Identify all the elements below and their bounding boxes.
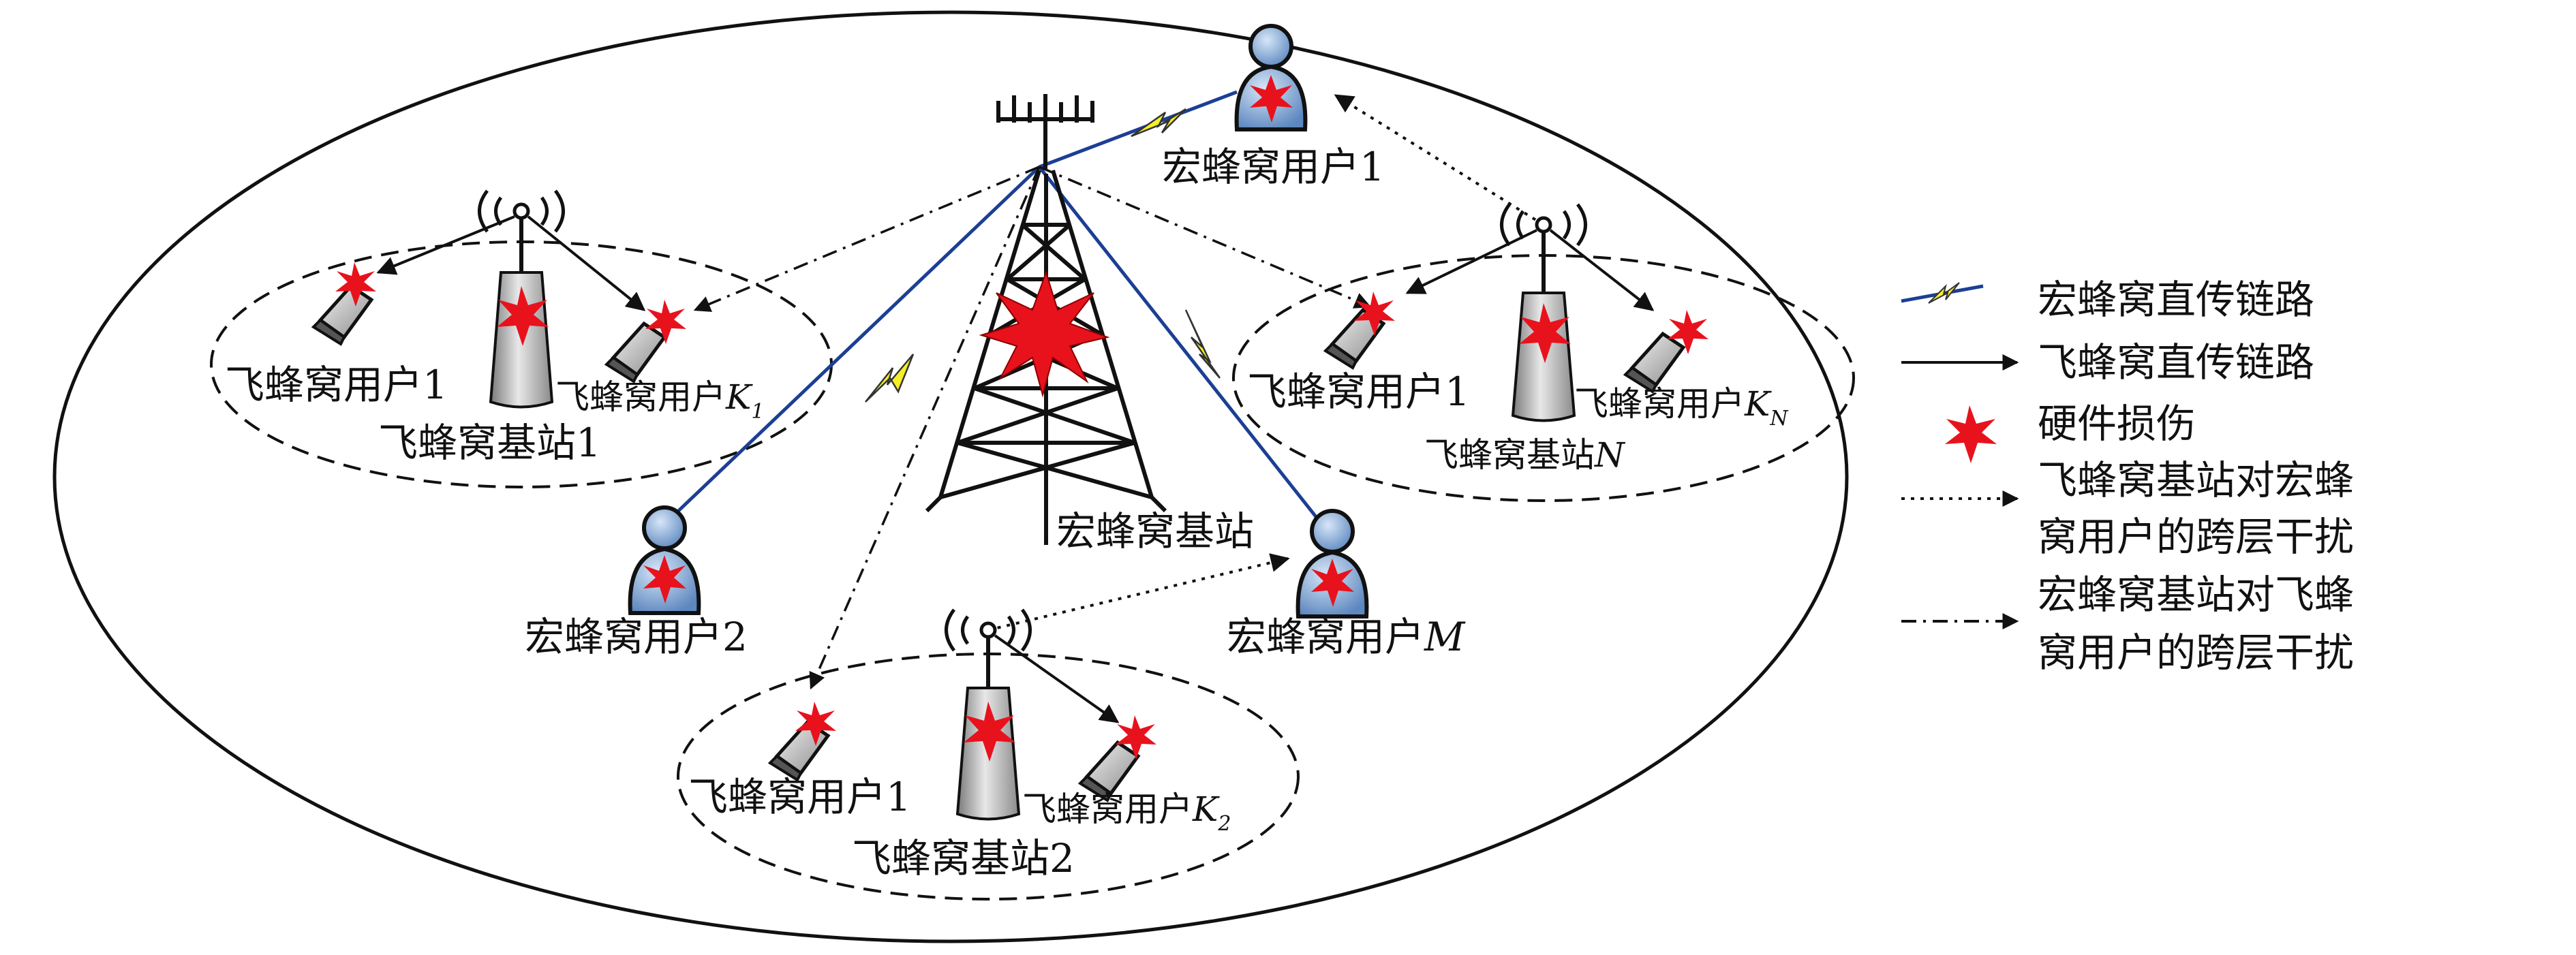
macro-user-1-label: 宏蜂窝用户1 [1162,144,1385,190]
impairment-star [1250,75,1293,123]
impairment-star [1116,715,1156,760]
femto-station-1 [478,189,565,409]
impairment-star [1311,559,1354,607]
bolt-user2 [865,354,915,403]
impairment-star [1354,292,1395,336]
bolt-userM [1184,309,1221,379]
macro-user-2-label: 宏蜂窝用户2 [525,614,748,660]
femto-2-user-K-label: 飞蜂窝用户K2 [1022,789,1231,836]
femto-cell-1-links [376,215,646,311]
impairment-star [497,286,549,346]
femto-station-2-label: 飞蜂窝基站2 [852,835,1075,881]
femto-cell-N-links [1405,229,1655,311]
legend: 宏蜂窝直传链路 飞蜂窝直传链路 硬件损伤 飞蜂窝基站对宏蜂 窝用户的跨层干扰 宏… [1901,277,2354,676]
femto-station-N [1500,203,1587,422]
macro-link-bolts [865,108,1221,403]
impairment-star [1519,303,1571,363]
femto-station-2 [945,608,1032,821]
femto-cell-2-links [994,634,1120,723]
macro-station-label: 宏蜂窝基站 [1056,508,1254,554]
femto-2-user-1-phone [767,702,836,782]
femto-N-user-K-label: 飞蜂窝用户KN [1574,384,1789,430]
femto-N-user-K-phone [1623,310,1708,394]
impairment-star [795,702,836,746]
femto-N-user-1-phone [1323,292,1395,370]
femto-1-user-K-phone [604,300,686,383]
legend-impairment: 硬件损伤 [1945,401,2196,463]
femto-station-N-label: 飞蜂窝基站N [1424,435,1626,475]
impairment-star [643,555,686,604]
legend-macro-link: 宏蜂窝直传链路 [1901,277,2314,323]
macro-cell-boundary [52,10,1849,943]
macro-user-M-label: 宏蜂窝用户M [1227,614,1466,660]
legend-macro-link-label: 宏蜂窝直传链路 [2038,277,2314,323]
impairment-star [964,702,1015,762]
macro-direct-links [670,90,1323,526]
legend-femto-to-macro-line2: 窝用户的跨层干扰 [2038,514,2354,560]
macro-user-2 [628,505,701,615]
macro-user-M [1295,509,1369,619]
femto-2-user-1-label: 飞蜂窝用户1 [688,774,911,820]
impairment-star [335,262,376,307]
legend-femto-link-label: 飞蜂窝直传链路 [2038,339,2314,386]
femto-station-1-label: 飞蜂窝基站1 [378,420,601,466]
impairment-star [645,300,686,344]
tower-impairment-star [979,270,1110,398]
macro-user-1 [1234,24,1308,131]
macro-to-femto-interference [693,166,1372,690]
legend-femto-to-macro-line1: 飞蜂窝基站对宏蜂 [2038,457,2354,503]
impairment-star [1668,310,1708,354]
femto-1-user-K-label: 飞蜂窝用户K1 [555,377,764,424]
legend-femto-link: 飞蜂窝直传链路 [1901,339,2314,386]
bolt-user1 [1131,108,1186,138]
femto-1-user-1-phone [311,262,376,346]
legend-macro-to-femto-line1: 宏蜂窝基站对飞蜂 [2038,572,2354,618]
legend-femto-to-macro-interference: 飞蜂窝基站对宏蜂 窝用户的跨层干扰 [1901,457,2354,560]
legend-macro-to-femto-interference: 宏蜂窝基站对飞蜂 窝用户的跨层干扰 [1901,572,2354,676]
legend-impairment-label: 硬件损伤 [2038,401,2196,447]
femto-to-macro-interference [987,94,1545,631]
legend-impairment-star [1945,405,1997,463]
femto-1-user-1-label: 飞蜂窝用户1 [225,362,448,408]
femto-N-user-1-label: 飞蜂窝用户1 [1247,369,1470,415]
legend-macro-to-femto-line2: 窝用户的跨层干扰 [2038,629,2354,676]
femto-2-user-K-phone [1077,715,1156,802]
